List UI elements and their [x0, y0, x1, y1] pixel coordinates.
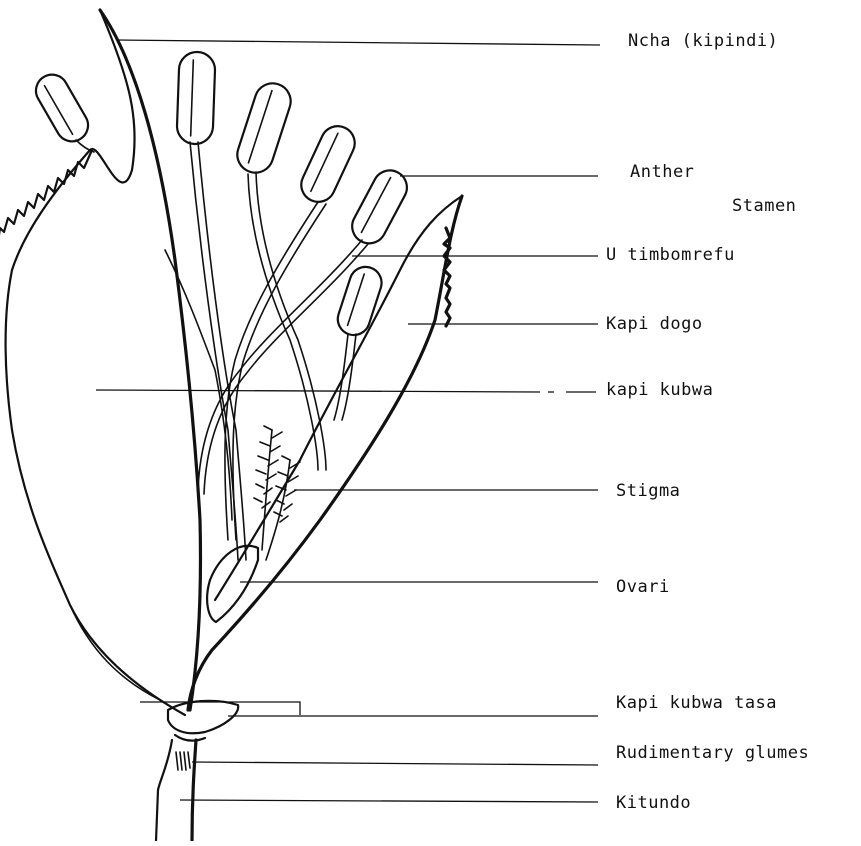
label-stigma: Stigma [616, 481, 680, 501]
leader-kapi-kubwa [96, 390, 540, 392]
leader-ncha [118, 40, 600, 45]
anther-2 [176, 51, 215, 144]
filaments [76, 140, 368, 560]
leader-lines [96, 40, 600, 802]
anther-4 [296, 121, 361, 208]
lemma [6, 10, 201, 715]
label-anther: Anther [630, 162, 694, 182]
anther-1 [30, 69, 94, 147]
label-kitundo: Kitundo [616, 793, 691, 813]
base [156, 701, 238, 841]
lemma-hairs [0, 150, 92, 272]
ovary [207, 546, 258, 622]
leader-kitundo [180, 800, 598, 802]
anthers [30, 51, 413, 339]
stigmas [254, 426, 300, 560]
label-kapi-dogo: Kapi dogo [606, 314, 703, 334]
label-stamen: Stamen [732, 196, 796, 216]
label-utimbomrefu: U timbomrefu [606, 245, 735, 265]
label-ovari: Ovari [616, 577, 670, 597]
anther-3 [233, 79, 296, 178]
leader-bracket [140, 702, 300, 715]
label-kapi-kubwa-tasa: Kapi kubwa tasa [616, 693, 777, 713]
anther-5 [346, 164, 413, 249]
leader-rudimentary [192, 762, 598, 765]
label-rudimentary-glumes: Rudimentary glumes [616, 743, 809, 763]
label-kapi-kubwa: kapi kubwa [606, 380, 713, 400]
label-ncha: Ncha (kipindi) [628, 31, 778, 51]
